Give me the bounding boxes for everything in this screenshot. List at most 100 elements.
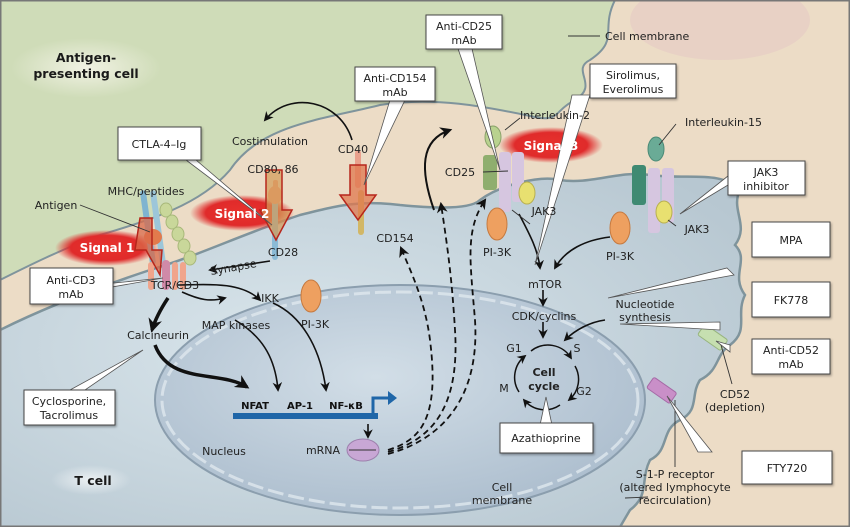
cell-cycle-title-2: cycle xyxy=(528,380,559,393)
ikk-label: IKK xyxy=(261,292,279,305)
drug-mpa: MPA xyxy=(780,234,803,247)
pink-tint xyxy=(630,0,810,60)
box-mpa xyxy=(751,221,831,258)
drug-anti-cd154-2: mAb xyxy=(382,86,407,99)
block-arrow-cd40 xyxy=(338,164,378,222)
drug-anti-cd52-2: mAb xyxy=(778,358,803,371)
cd40-label: CD40 xyxy=(338,143,368,156)
il2-label: Interleukin-2 xyxy=(520,109,590,122)
cell-cycle-circle xyxy=(513,344,580,411)
drug-fty720: FTY720 xyxy=(767,462,808,475)
drug-jak3-inhibitor-1: JAK3 xyxy=(753,166,779,179)
mtor-label: mTOR xyxy=(528,278,562,291)
drug-sirolimus-2: Everolimus xyxy=(603,83,664,96)
drug-cyclosporine-1: Cyclosporine, xyxy=(32,395,106,408)
drug-anti-cd52-1: Anti-CD52 xyxy=(763,344,819,357)
box-fty720 xyxy=(741,450,833,485)
cd52-label-line2: (depletion) xyxy=(705,401,765,414)
transcription-start xyxy=(371,396,388,416)
box-fk778 xyxy=(751,281,831,318)
cell-membrane-bottom-line2: membrane xyxy=(472,494,532,507)
pi3k-label-3: PI-3K xyxy=(606,250,635,263)
box-azathioprine xyxy=(499,422,594,454)
mrna-dashed-arrows xyxy=(387,198,487,455)
costimulation-label: Costimulation xyxy=(232,135,308,148)
drug-jak3-inhibitor-2: inhibitor xyxy=(743,180,789,193)
antigen-label: Antigen xyxy=(35,199,78,212)
tcell-label: T cell xyxy=(74,473,111,488)
nucleus-label: Nucleus xyxy=(202,445,246,458)
cell-membrane-top-label: Cell membrane xyxy=(605,30,689,43)
transcription-arrow-icon xyxy=(388,391,397,405)
dna-strand xyxy=(233,413,378,419)
il15-label: Interleukin-15 xyxy=(685,116,762,129)
cell-cycle-g1: G1 xyxy=(506,342,522,355)
drug-anti-cd3-1: Anti-CD3 xyxy=(47,274,96,287)
box-jak3-inhibitor xyxy=(727,160,806,196)
drug-sirolimus-1: Sirolimus, xyxy=(606,69,660,82)
jak3-label-2: JAK3 xyxy=(684,223,710,236)
cell-membrane-bottom-line1: Cell xyxy=(492,481,513,494)
il2-receptor xyxy=(483,125,536,241)
mhc-tcr-complex xyxy=(134,190,197,290)
cd80-label: CD80, 86 xyxy=(247,163,298,176)
s1p-receptor xyxy=(646,377,677,404)
pi3k-label-2: PI-3K xyxy=(483,246,512,259)
drug-anti-cd154-1: Anti-CD154 xyxy=(364,72,427,85)
box-anti-cd52 xyxy=(751,338,831,375)
box-anti-cd3 xyxy=(29,267,114,305)
pi3k-label-1: PI-3K xyxy=(301,318,330,331)
apc-label-line1: Antigen- xyxy=(56,50,116,65)
drug-fk778: FK778 xyxy=(774,294,809,307)
drug-ctla4: CTLA-4–Ig xyxy=(132,138,187,151)
block-arrow-signal-1 xyxy=(134,217,163,278)
nfat-label: NFAT xyxy=(241,401,269,412)
drug-anti-cd25-1: Anti-CD25 xyxy=(436,20,492,33)
cd52-label-line1: CD52 xyxy=(720,388,750,401)
signal-1-glow xyxy=(55,230,159,266)
box-cyclosporine xyxy=(23,389,116,426)
drug-azathioprine: Azathioprine xyxy=(511,432,581,445)
apc-label-line2: presenting cell xyxy=(33,66,138,81)
drug-anti-cd25-2: mAb xyxy=(451,34,476,47)
signal-1-label: Signal 1 xyxy=(80,241,135,255)
box-sirolimus xyxy=(589,63,677,99)
cd154-label: CD154 xyxy=(376,232,413,245)
nuclear-pores xyxy=(160,290,640,510)
cell-cycle-m: M xyxy=(499,382,509,395)
cd80-cd28-complex xyxy=(258,169,294,260)
mhc-label: MHC/peptides xyxy=(108,185,185,198)
s1p-label-line3: recirculation) xyxy=(639,494,712,507)
cdk-cyclins-label: CDK/cyclins xyxy=(512,310,577,323)
signal-3-label: Signal 3 xyxy=(524,139,579,153)
callout-pointers xyxy=(69,39,735,453)
drug-cyclosporine-2: Tacrolimus xyxy=(39,409,98,422)
cd25-label: CD25 xyxy=(445,166,475,179)
pi3k-cd28 xyxy=(300,279,322,313)
il15-receptor xyxy=(609,136,674,245)
cell-cycle-g2: G2 xyxy=(576,385,592,398)
cell-cycle-title-1: Cell xyxy=(532,366,555,379)
s1p-label-line2: (altered lymphocyte xyxy=(619,481,731,494)
box-ctla4 xyxy=(117,126,202,161)
s1p-label-line1: S-1-P receptor xyxy=(636,468,715,481)
box-anti-cd25 xyxy=(425,14,503,50)
cd25-chain xyxy=(483,155,497,190)
cd40-cd154-complex xyxy=(338,150,378,235)
cd28-label: CD28 xyxy=(268,246,298,259)
nfkb-label: NF-κB xyxy=(329,401,363,412)
signal-2-label: Signal 2 xyxy=(215,207,270,221)
tcr-label: TCR/CD3 xyxy=(150,279,199,292)
drug-boxes xyxy=(23,14,833,485)
nucleotide-label-line2: synthesis xyxy=(619,311,671,324)
tcell-label-halo xyxy=(51,465,131,495)
ap1-label: AP-1 xyxy=(287,401,313,412)
apc-label-halo xyxy=(11,38,161,98)
block-arrow-signal-2 xyxy=(258,169,294,242)
box-anti-cd154 xyxy=(354,66,436,102)
pathway-arrows xyxy=(177,101,611,439)
nucleotide-label-line1: Nucleotide xyxy=(616,298,675,311)
cell-cycle-s: S xyxy=(574,342,581,355)
jak3-label-1: JAK3 xyxy=(531,205,557,218)
